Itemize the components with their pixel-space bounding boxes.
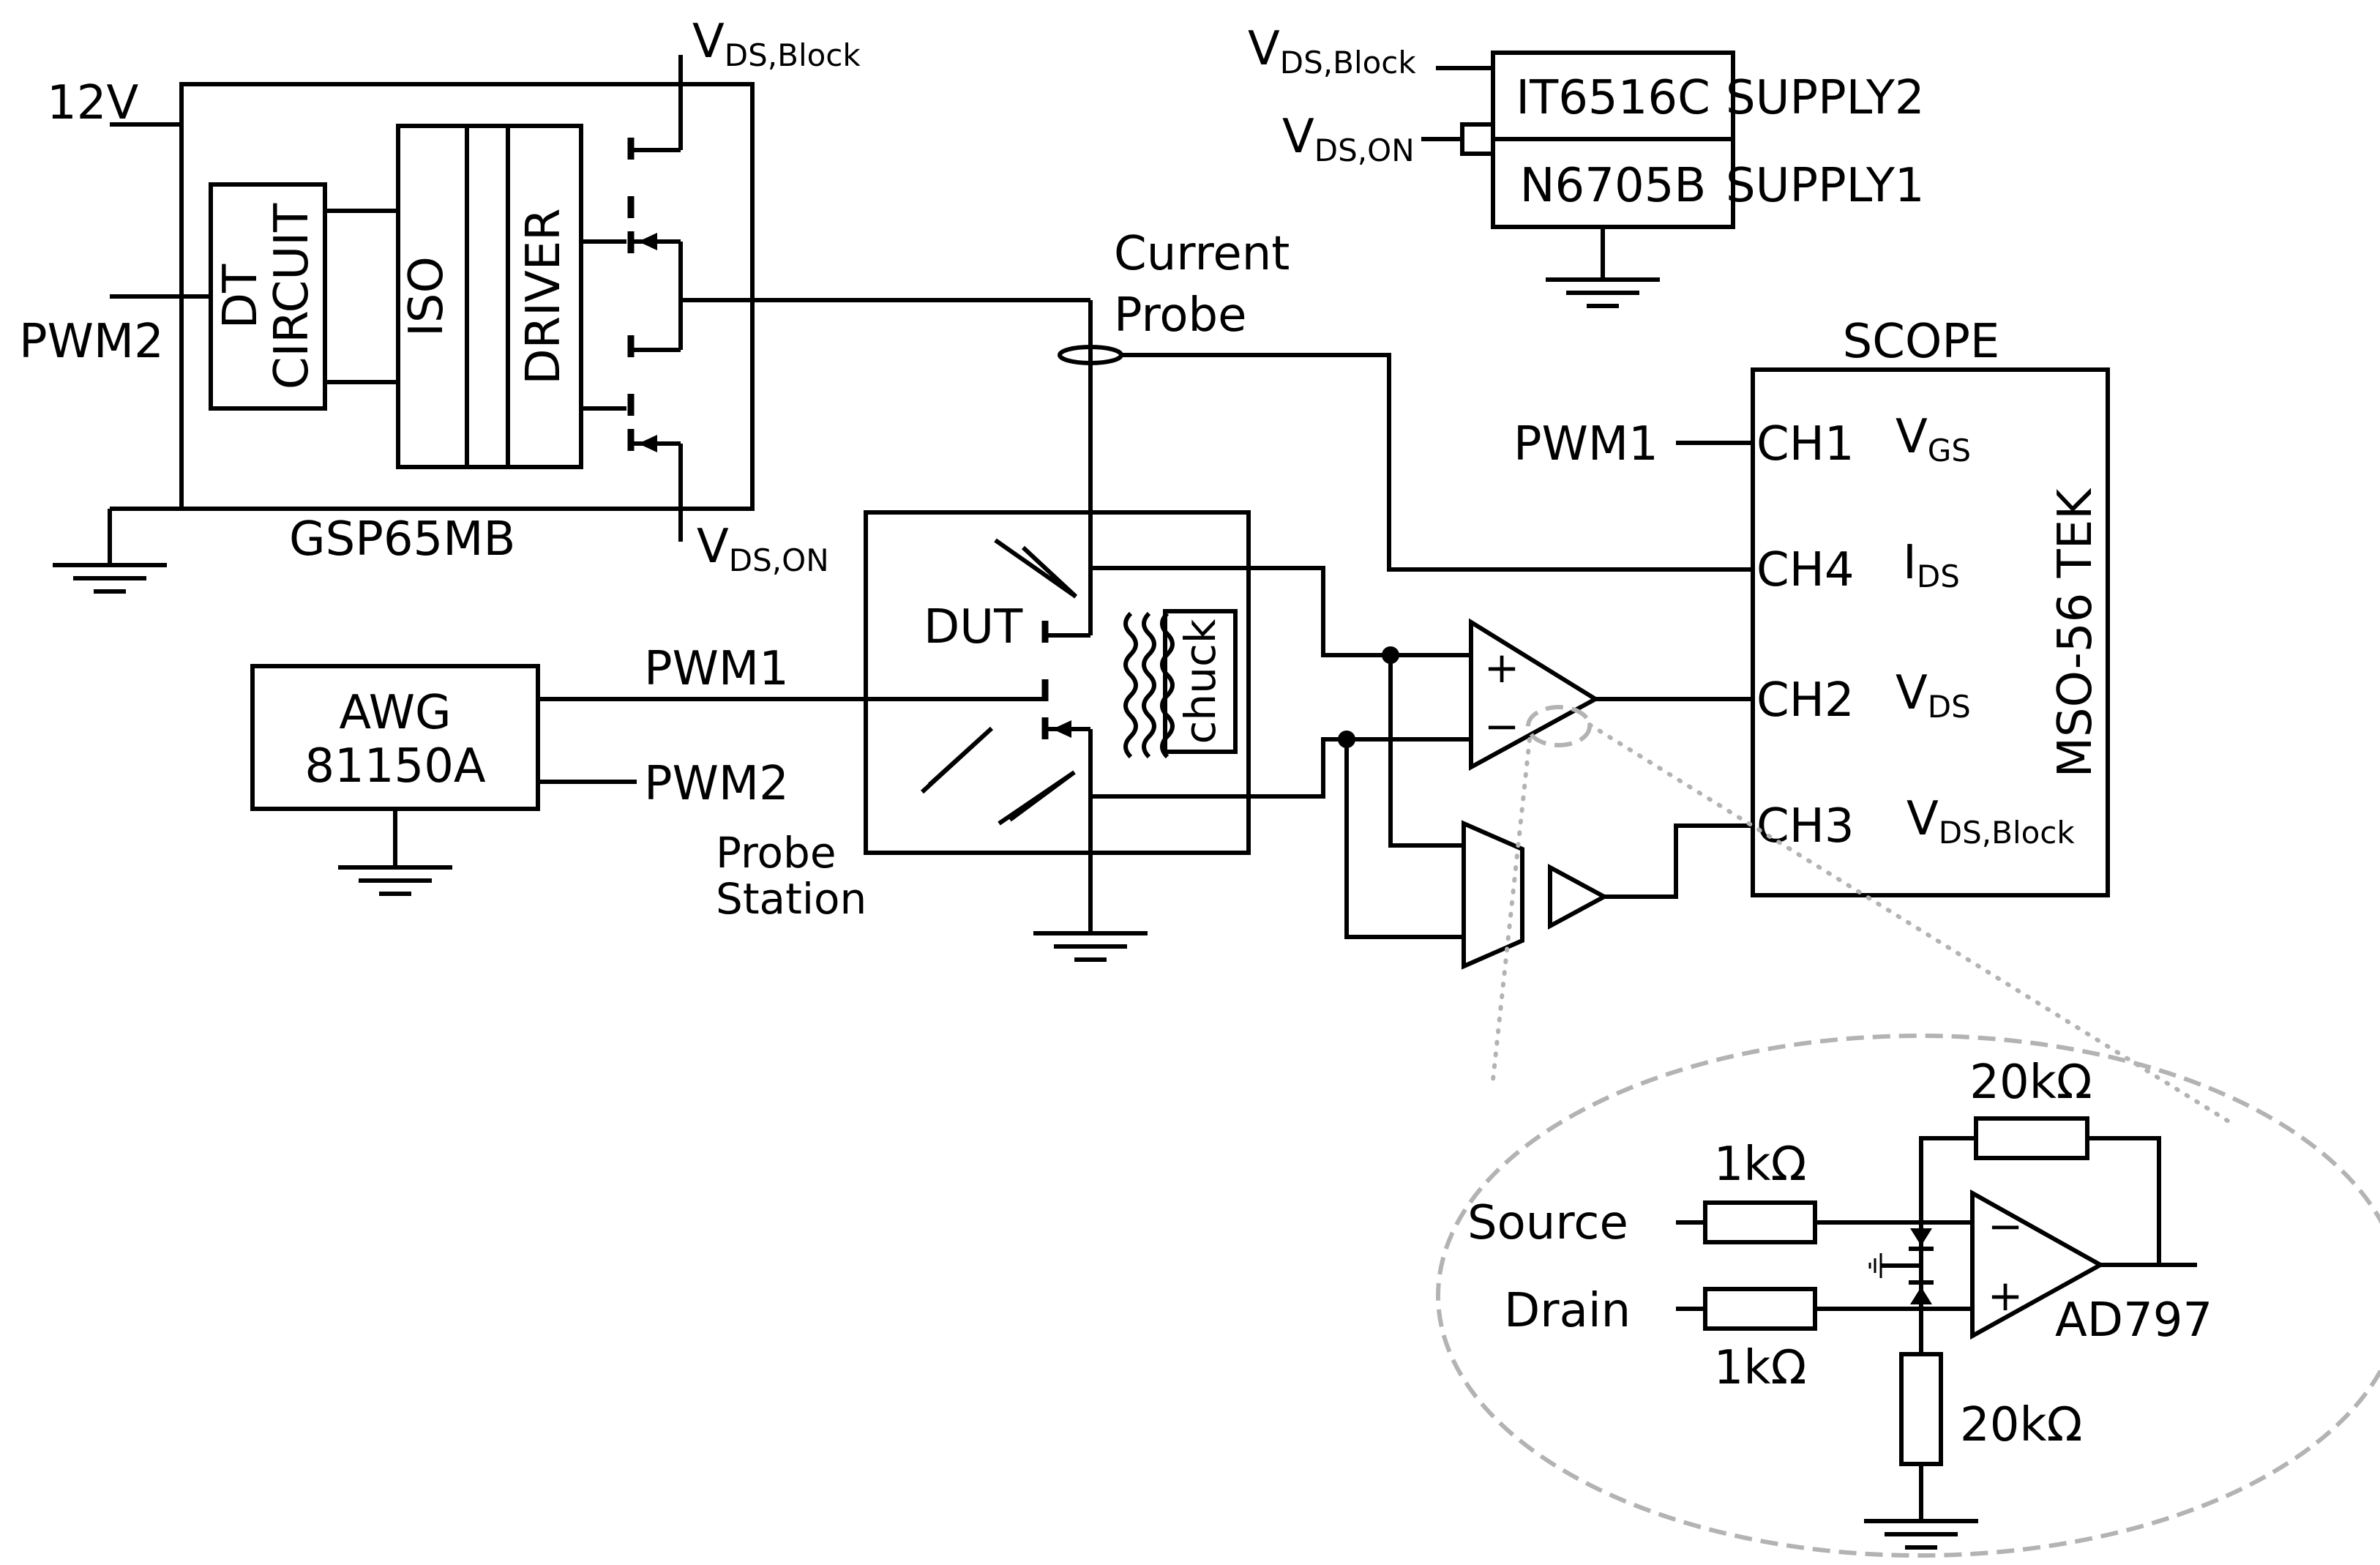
ch3-label: CH3	[1756, 799, 1855, 854]
amplifier-detail: 20kΩ − + AD797 Source 1kΩ Drain 1kΩ	[1467, 1056, 2212, 1550]
ground-icon	[338, 865, 452, 896]
opamp-plus: +	[1988, 1271, 2024, 1321]
supply2-label: SUPPLY2	[1726, 71, 1925, 125]
supply-link-connector	[1460, 122, 1495, 156]
ch3-signal: VDS,Block	[1906, 792, 2075, 851]
buffer-to-ch3-wire	[1604, 823, 1753, 899]
probe-station-label-1: Probe	[716, 828, 837, 878]
supply1-label: SUPPLY1	[1726, 159, 1925, 213]
power-supplies: IT6516C N6705B SUPPLY2 SUPPLY1 VDS,Block…	[1248, 22, 1925, 308]
chuck-label: chuck	[1175, 619, 1225, 744]
clamp-source-wire	[1344, 739, 1464, 939]
current-probe-label-2: Probe	[1114, 288, 1247, 343]
scope-title: SCOPE	[1843, 315, 2000, 369]
diff-amp-icon	[1469, 618, 1600, 772]
driver-label: DRIVER	[517, 208, 571, 384]
ch4-label: CH4	[1756, 543, 1855, 597]
circuit-label: CIRCUIT	[265, 203, 319, 389]
supply2-model: IT6516C	[1516, 71, 1710, 125]
vds-block-rail-label: VDS,Block	[692, 15, 861, 73]
ch2-label: CH2	[1756, 673, 1855, 728]
source-sense-wire	[1090, 737, 1471, 799]
ch4-signal: IDS	[1903, 536, 1960, 594]
source-label: Source	[1467, 1196, 1628, 1250]
source-input-resistor	[1703, 1200, 1817, 1244]
current-probe: Current Probe	[1058, 227, 1753, 600]
probe-needle-icon	[920, 538, 1078, 826]
ad797-opamp-icon	[1970, 1189, 2106, 1340]
awg-81150a: AWG 81150A PWM1 PWM2	[250, 642, 789, 896]
12v-label: 12V	[47, 76, 138, 130]
pwm2-input-label: PWM2	[19, 315, 164, 369]
low-side-transistor-icon	[627, 300, 683, 542]
iso-driver-block	[396, 124, 583, 469]
iso-label: ISO	[400, 256, 454, 337]
supply1-input-label: VDS,ON	[1282, 110, 1415, 168]
dut-label: DUT	[924, 600, 1023, 654]
drain-label: Drain	[1504, 1284, 1631, 1338]
dut-transistor-icon	[1041, 600, 1093, 933]
heat-wave-icon	[1123, 611, 1175, 759]
dt-label: DT	[214, 264, 268, 329]
supply1-model: N6705B	[1520, 159, 1707, 213]
diff-amp-plus: +	[1484, 643, 1520, 692]
gsp65mb-label: GSP65MB	[289, 512, 515, 567]
ground-resistor	[1899, 1352, 1943, 1466]
zoom-source-ellipse	[1526, 705, 1592, 747]
chuck-block	[1163, 609, 1238, 754]
ground-resistor-label: 20kΩ	[1960, 1398, 2082, 1452]
drain-sense-wire	[1090, 566, 1471, 657]
ch1-signal: VGS	[1896, 410, 1971, 468]
scope-pwm1-label: PWM1	[1513, 417, 1658, 471]
gate-driver-board: DT CIRCUIT ISO DRIVER	[19, 15, 1090, 594]
scope-block	[1751, 367, 2110, 897]
ground-icon	[1546, 277, 1660, 308]
ch1-label: CH1	[1756, 417, 1855, 471]
oscilloscope: SCOPE MSO-56 TEK PWM1 CH1 VGS CH4 IDS CH…	[1513, 315, 2110, 897]
vds-on-rail-label: VDS,ON	[697, 520, 829, 578]
awg-label: AWG	[339, 686, 451, 740]
scope-model: MSO-56 TEK	[2048, 488, 2103, 777]
probe-station: DUT chuck Pr	[538, 510, 1471, 962]
drain-input-resistor	[1703, 1287, 1817, 1331]
feedback-resistor-label: 20kΩ	[1969, 1056, 2092, 1110]
awg-model-label: 81150A	[304, 739, 486, 793]
supply2-input-label: VDS,Block	[1248, 22, 1416, 81]
high-side-transistor-icon	[627, 55, 683, 300]
buffer-amp-icon	[1548, 863, 1609, 930]
zoom-detail-ellipse	[1436, 1034, 2380, 1558]
current-probe-label-1: Current	[1114, 227, 1290, 281]
ground-icon	[1033, 931, 1148, 962]
awg-pwm1-label: PWM1	[644, 642, 789, 696]
source-resistor-label: 1kΩ	[1714, 1138, 1807, 1192]
measurement-frontend: + −	[1338, 618, 1753, 970]
probe-station-outline	[864, 510, 1251, 855]
ground-icon	[1864, 1519, 1978, 1550]
zoom-callout	[1436, 705, 2380, 1558]
clamp-drain-wire	[1388, 655, 1464, 848]
opamp-model: AD797	[2055, 1293, 2212, 1348]
awg-pwm2-label: PWM2	[644, 757, 789, 811]
feedback-resistor	[1974, 1116, 2089, 1160]
current-probe-to-ch4-wire	[1121, 353, 1753, 572]
probe-station-label-2: Station	[716, 874, 867, 924]
drain-resistor-label: 1kΩ	[1714, 1341, 1807, 1395]
ground-icon	[53, 563, 167, 594]
opamp-minus: −	[1988, 1201, 2024, 1251]
diff-amp-minus: −	[1484, 701, 1520, 751]
protection-diode-icon	[1868, 1222, 1934, 1309]
clamp-circuit-icon	[1462, 820, 1524, 970]
ch2-signal: VDS	[1896, 666, 1971, 725]
